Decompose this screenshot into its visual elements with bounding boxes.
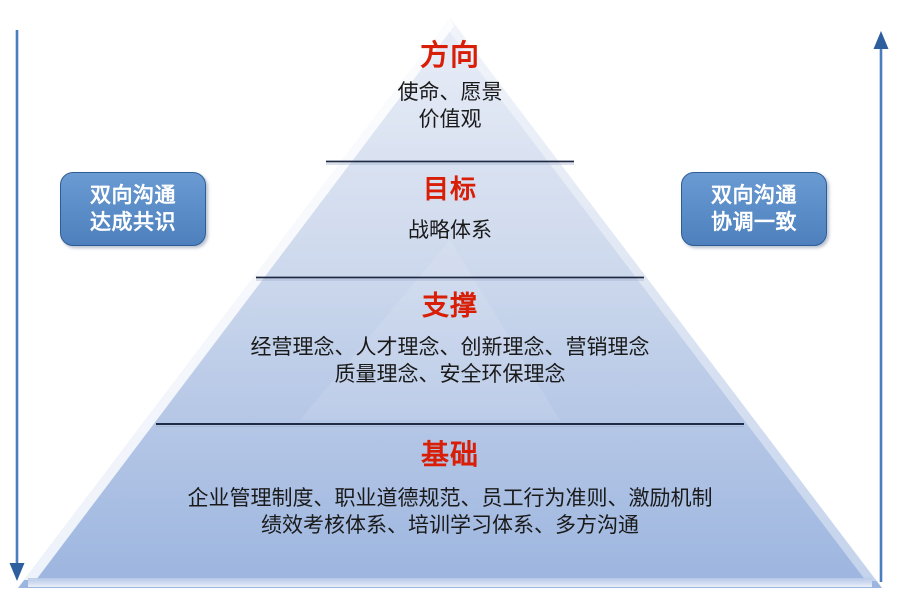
callout-badge-left-line-1: 双向沟通: [90, 182, 176, 207]
callout-badge-right[interactable]: 双向沟通 协调一致: [681, 172, 827, 246]
arrow-down-icon: [9, 30, 25, 581]
callout-badge-right-line-1: 双向沟通: [711, 182, 797, 207]
pyramid-body: [18, 18, 882, 588]
pyramid-left-bevel: [24, 18, 454, 580]
arrow-up-icon: [873, 31, 889, 582]
callout-badge-right-line-2: 协调一致: [711, 210, 797, 234]
callout-badge-left-line-2: 达成共识: [90, 210, 176, 234]
pyramid-sheen: [300, 240, 560, 420]
pyramid-right-bevel: [446, 18, 878, 581]
pyramid-base-highlight: [28, 578, 872, 587]
callout-badge-left[interactable]: 双向沟通 达成共识: [60, 172, 206, 246]
